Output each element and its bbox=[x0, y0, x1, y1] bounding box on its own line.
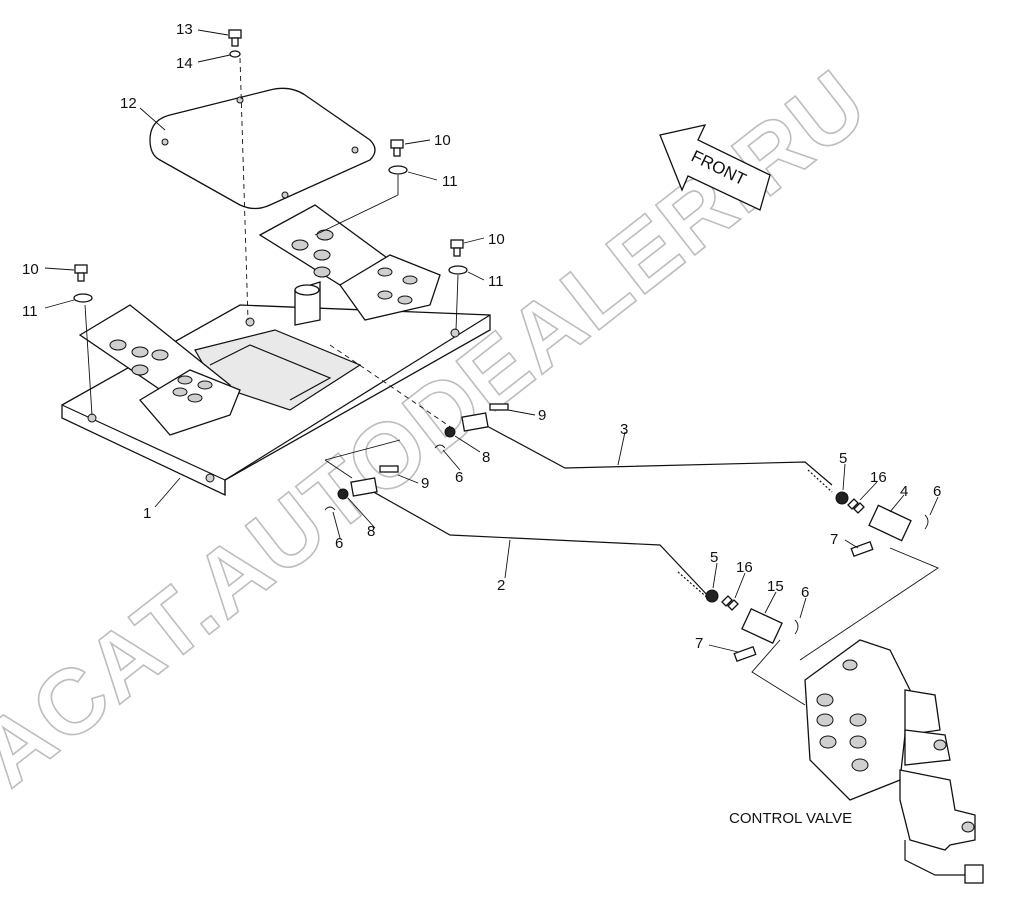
callout-9-lower: 9 bbox=[421, 475, 429, 492]
bolt-13 bbox=[228, 29, 242, 47]
callout-6-lower-right: 6 bbox=[801, 584, 809, 601]
control-valve-caption: CONTROL VALVE bbox=[729, 810, 852, 827]
axis-line-10-left bbox=[84, 304, 93, 416]
axis-line-10-right bbox=[455, 274, 459, 331]
spring-16-upper bbox=[847, 498, 865, 514]
pin-9-lower bbox=[379, 465, 399, 473]
callout-6-upper-left: 6 bbox=[455, 469, 463, 486]
callout-12: 12 bbox=[120, 95, 137, 112]
leader-lines bbox=[44, 29, 939, 653]
callout-10-left: 10 bbox=[22, 261, 39, 278]
callout-11-top: 11 bbox=[442, 173, 458, 190]
callout-16-upper: 16 bbox=[870, 469, 887, 486]
link-lines-valve bbox=[751, 547, 939, 706]
bolt-10-top bbox=[390, 139, 404, 157]
nut-5-upper bbox=[835, 491, 849, 505]
callout-6-lower-left: 6 bbox=[335, 535, 343, 552]
callout-8-upper: 8 bbox=[482, 449, 490, 466]
control-valve bbox=[804, 639, 984, 884]
callout-3: 3 bbox=[620, 421, 628, 438]
nut-5-lower bbox=[705, 589, 719, 603]
pin-7-lower bbox=[733, 645, 757, 663]
cotter-6-upper bbox=[434, 444, 446, 449]
right-pedal bbox=[258, 204, 441, 326]
callout-1: 1 bbox=[143, 505, 151, 522]
callout-13: 13 bbox=[176, 21, 193, 38]
axis-line-pedal bbox=[329, 344, 456, 431]
bolt-10-right bbox=[450, 239, 464, 257]
nut-8-upper bbox=[444, 426, 456, 438]
callout-15: 15 bbox=[767, 578, 784, 595]
clevis-rod-3 bbox=[461, 412, 489, 432]
rod-2 bbox=[369, 489, 711, 599]
callout-7-lower: 7 bbox=[695, 635, 703, 652]
axis-line-10-top-b bbox=[314, 194, 399, 236]
washer-11-top bbox=[388, 165, 408, 175]
clevis-rod-2 bbox=[350, 477, 378, 497]
nut-8-lower bbox=[337, 488, 349, 500]
callout-10-right: 10 bbox=[488, 231, 505, 248]
callout-11-right: 11 bbox=[488, 273, 504, 290]
cotter-6-upper-right bbox=[924, 514, 929, 530]
washer-11-right bbox=[448, 265, 468, 275]
link-lines-lower bbox=[324, 439, 401, 479]
spring-16-lower bbox=[721, 595, 739, 611]
pin-7-upper bbox=[850, 540, 874, 558]
callout-9-upper: 9 bbox=[538, 407, 546, 424]
callout-5-upper: 5 bbox=[839, 450, 847, 467]
cotter-6-lower bbox=[324, 506, 336, 511]
rod-3 bbox=[484, 424, 833, 486]
washer-14 bbox=[229, 50, 241, 58]
callout-5-lower: 5 bbox=[710, 549, 718, 566]
clevis-15 bbox=[741, 607, 783, 645]
left-pedal bbox=[78, 304, 241, 436]
callout-2: 2 bbox=[497, 577, 505, 594]
callout-4: 4 bbox=[900, 483, 908, 500]
callout-16-lower: 16 bbox=[736, 559, 753, 576]
clevis-4 bbox=[868, 504, 912, 542]
callouts: 13 14 12 10 11 10 11 10 11 1 9 9 8 8 6 6… bbox=[22, 21, 941, 652]
washer-11-left bbox=[73, 293, 93, 303]
cover-plate bbox=[149, 87, 376, 210]
callout-7-upper: 7 bbox=[830, 531, 838, 548]
callout-11-left: 11 bbox=[22, 303, 38, 320]
cotter-6-lower-right bbox=[794, 619, 799, 635]
callout-14: 14 bbox=[176, 55, 193, 72]
callout-10-top: 10 bbox=[434, 132, 451, 149]
callout-6-upper-right: 6 bbox=[933, 483, 941, 500]
pin-9-upper bbox=[489, 403, 509, 411]
axis-line-13 bbox=[239, 57, 249, 321]
callout-8-lower: 8 bbox=[367, 523, 375, 540]
bolt-10-left bbox=[74, 264, 88, 282]
